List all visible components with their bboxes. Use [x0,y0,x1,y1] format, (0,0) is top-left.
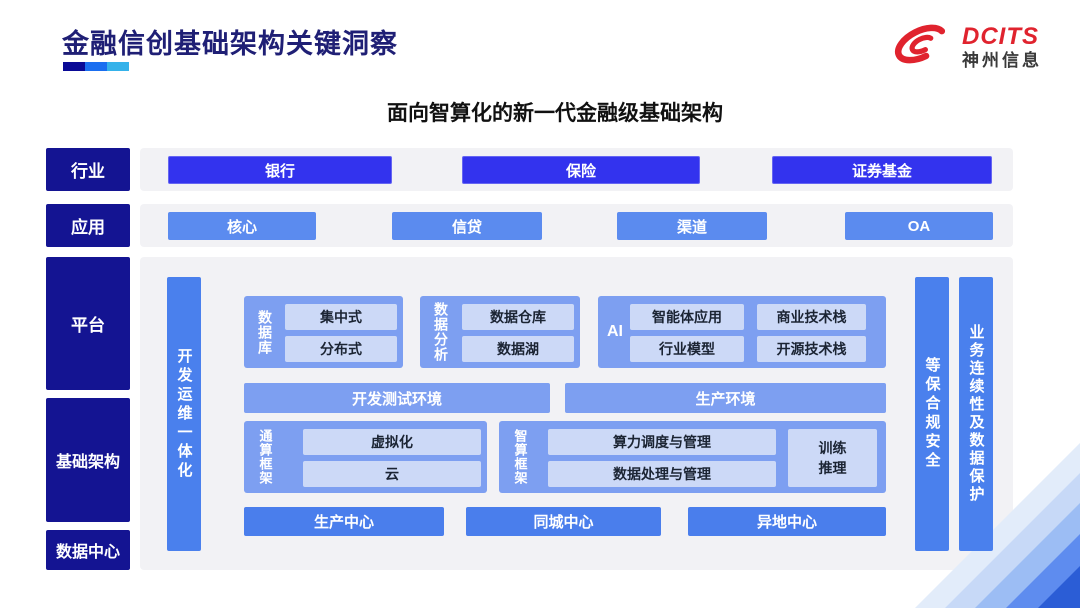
group-analytics-label: 数据分析 [433,302,449,362]
group-intelligent-compute-label: 智算框架 [512,429,528,485]
chip-virtualization: 虚拟化 [303,429,481,455]
app-core: 核心 [168,212,316,240]
industry-insurance: 保险 [462,156,700,184]
env-production: 生产环境 [565,383,886,413]
chip-opensource-stack: 开源技术栈 [757,336,866,362]
logo-text: DCITS 神州信息 [962,22,1042,70]
group-database-label: 数据库 [257,309,273,355]
group-general-compute-label: 通算框架 [257,429,273,485]
security-vertical-bar: 等保合规安全 [915,277,949,551]
platform-panel: 开发运维一体化 数据库 集中式 分布式 数据分析 数据仓库 数据湖 AI 智能体… [140,257,1013,570]
group-ai: AI 智能体应用 商业技术栈 行业模型 开源技术栈 [598,296,886,368]
group-ai-label: AI [607,323,623,340]
group-general-compute: 通算框架 虚拟化 云 [244,421,487,493]
accent-segment-light [107,62,129,71]
app-channel: 渠道 [617,212,767,240]
accent-segment-dark [63,62,85,71]
env-dev-test: 开发测试环境 [244,383,550,413]
chip-data-processing: 数据处理与管理 [548,461,776,487]
center-remote: 异地中心 [688,507,886,536]
industry-row: 银行 保险 证券基金 [140,148,1013,191]
chip-commercial-stack: 商业技术栈 [757,304,866,330]
company-logo: DCITS 神州信息 [888,18,1042,75]
logo-company-name: 神州信息 [962,50,1042,70]
page-title: 金融信创基础架构关键洞察 [62,29,398,59]
chip-data-lake: 数据湖 [462,336,574,362]
devops-vertical-bar: 开发运维一体化 [167,277,201,551]
dcits-swirl-icon [888,18,954,75]
industry-bank: 银行 [168,156,392,184]
app-credit: 信贷 [392,212,542,240]
rail-label-industry: 行业 [46,148,130,191]
chip-distributed: 分布式 [285,336,397,362]
continuity-vertical-bar: 业务连续性及数据保护 [959,277,993,551]
chip-industry-model: 行业模型 [630,336,744,362]
center-production: 生产中心 [244,507,444,536]
group-intelligent-compute: 智算框架 算力调度与管理 数据处理与管理 训练 推理 [499,421,886,493]
application-row: 核心 信贷 渠道 OA [140,204,1013,247]
rail-label-application: 应用 [46,204,130,247]
industry-securities-fund: 证券基金 [772,156,992,184]
chip-centralized: 集中式 [285,304,397,330]
diagram-title: 面向智算化的新一代金融级基础架构 [387,102,723,125]
chip-data-warehouse: 数据仓库 [462,304,574,330]
chip-compute-scheduling: 算力调度与管理 [548,429,776,455]
chip-cloud: 云 [303,461,481,487]
rail-label-platform: 平台 [46,257,130,390]
accent-segment-medium [85,62,107,71]
chip-agent-app: 智能体应用 [630,304,744,330]
center-same-city: 同城中心 [466,507,661,536]
logo-brand: DCITS [962,22,1039,50]
title-accent-bar [63,62,129,71]
chip-training-inference: 训练 推理 [788,429,877,487]
group-database: 数据库 集中式 分布式 [244,296,403,368]
group-analytics: 数据分析 数据仓库 数据湖 [420,296,580,368]
rail-label-infrastructure: 基础架构 [46,398,130,522]
rail-label-datacenter: 数据中心 [46,530,130,570]
app-oa: OA [845,212,993,240]
